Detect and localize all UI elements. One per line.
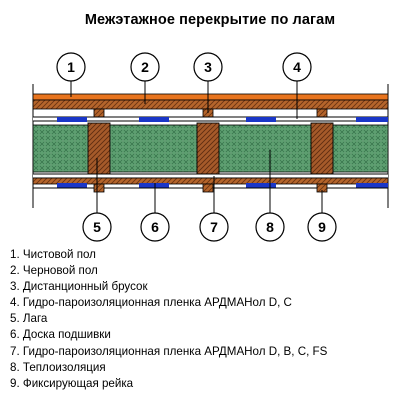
legend-item: 3. Дистанционный брусок <box>10 280 148 294</box>
legend-item: 1. Чистовой пол <box>10 248 96 261</box>
callout-1-label: 1 <box>67 59 75 75</box>
callout-4: 4 <box>282 52 312 82</box>
callout-3: 3 <box>193 52 223 82</box>
floor-section-diagram: 1 2 3 4 5 6 7 8 9 <box>32 52 389 242</box>
callout-8-label: 8 <box>266 219 274 235</box>
finish-floor-layer <box>32 93 389 101</box>
bottom-membrane <box>33 173 388 179</box>
top-blue-strips <box>57 117 388 122</box>
callout-7-label: 7 <box>210 219 218 235</box>
callout-5-label: 5 <box>93 219 101 235</box>
top-leaders <box>70 81 298 119</box>
legend-item: 8. Теплоизоляция <box>10 360 106 374</box>
fixing-strips <box>93 183 328 193</box>
legend-item: 2. Черновой пол <box>10 264 98 278</box>
callout-5: 5 <box>82 212 112 242</box>
callout-6: 6 <box>140 212 170 242</box>
callout-7: 7 <box>199 212 229 242</box>
diagram-title: Межэтажное перекрытие по лагам <box>84 12 336 28</box>
callout-2: 2 <box>130 52 160 82</box>
callout-9: 9 <box>307 212 337 242</box>
callout-3-label: 3 <box>204 59 212 75</box>
joists <box>87 122 334 175</box>
callout-6-label: 6 <box>151 219 159 235</box>
top-spacers <box>93 108 328 118</box>
legend-item: 7. Гидро-пароизоляционная пленка АРДМАНо… <box>10 344 328 358</box>
bottom-leaders <box>96 150 323 213</box>
rough-floor-layer <box>32 99 389 110</box>
legend-item: 5. Лага <box>10 312 48 326</box>
legend-item: 6. Доска подшивки <box>10 328 111 342</box>
callout-4-label: 4 <box>293 59 301 75</box>
top-membrane <box>33 116 388 122</box>
callout-1: 1 <box>56 52 86 82</box>
callout-2-label: 2 <box>141 59 149 75</box>
callout-9-label: 9 <box>318 219 326 235</box>
bottom-blue-strips <box>57 183 388 188</box>
legend-item: 9. Фиксирующая рейка <box>10 376 134 390</box>
legend-list: 1. Чистовой пол 2. Черновой пол 3. Диста… <box>10 247 327 392</box>
legend-item: 4. Гидро-пароизоляционная пленка АРДМАНо… <box>10 296 292 310</box>
callout-8: 8 <box>255 212 285 242</box>
